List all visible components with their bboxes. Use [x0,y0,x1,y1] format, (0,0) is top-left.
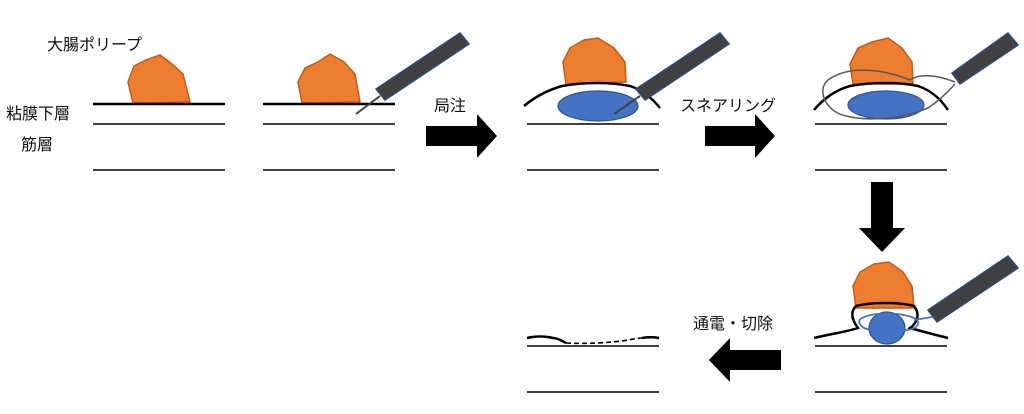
arrow-down-cautery [859,182,905,252]
snare-loop [822,69,956,120]
stage-3-submucosal-injection [523,31,731,171]
resected-mucosa-edge-left [526,335,567,345]
saline-bleb [847,90,925,120]
saline-bleb [868,311,906,345]
arrow-left-resection [709,338,781,382]
stage-5-snare-tightened [813,254,1020,393]
label-colon-polyp: 大腸ポリープ [47,35,143,54]
label-snaring: スネアリング [680,96,777,115]
resected-mucosa-edge-right [641,336,660,340]
stage-1-polyp [93,54,225,171]
injection-needle-icon [374,31,471,102]
arrow-right-injection [426,114,497,158]
lifted-mucosa-line [813,81,950,111]
polyp-shape [297,53,361,104]
arrow-right-snaring [705,114,775,158]
polyp-shape [852,261,915,309]
polyp-shape [127,54,191,104]
snare-device-icon [950,31,1020,86]
needle-tip [613,95,641,115]
stage-2-needle-insertion [263,31,471,171]
needle-tip [355,95,381,115]
polyp-shape [562,37,627,85]
label-cautery-resection: 通電・切除 [693,314,774,333]
injection-needle-icon [634,31,731,102]
snare-device-icon [926,254,1020,324]
stage-4-snaring [813,31,1020,171]
saline-bleb [557,90,639,122]
polyp-shape [849,37,914,85]
label-local-injection: 局注 [434,96,467,115]
stage-6-post-resection [526,335,660,393]
resection-site-dashed [565,337,643,345]
label-submucosa: 粘膜下層 [6,104,71,123]
label-muscle-layer: 筋層 [21,135,54,154]
